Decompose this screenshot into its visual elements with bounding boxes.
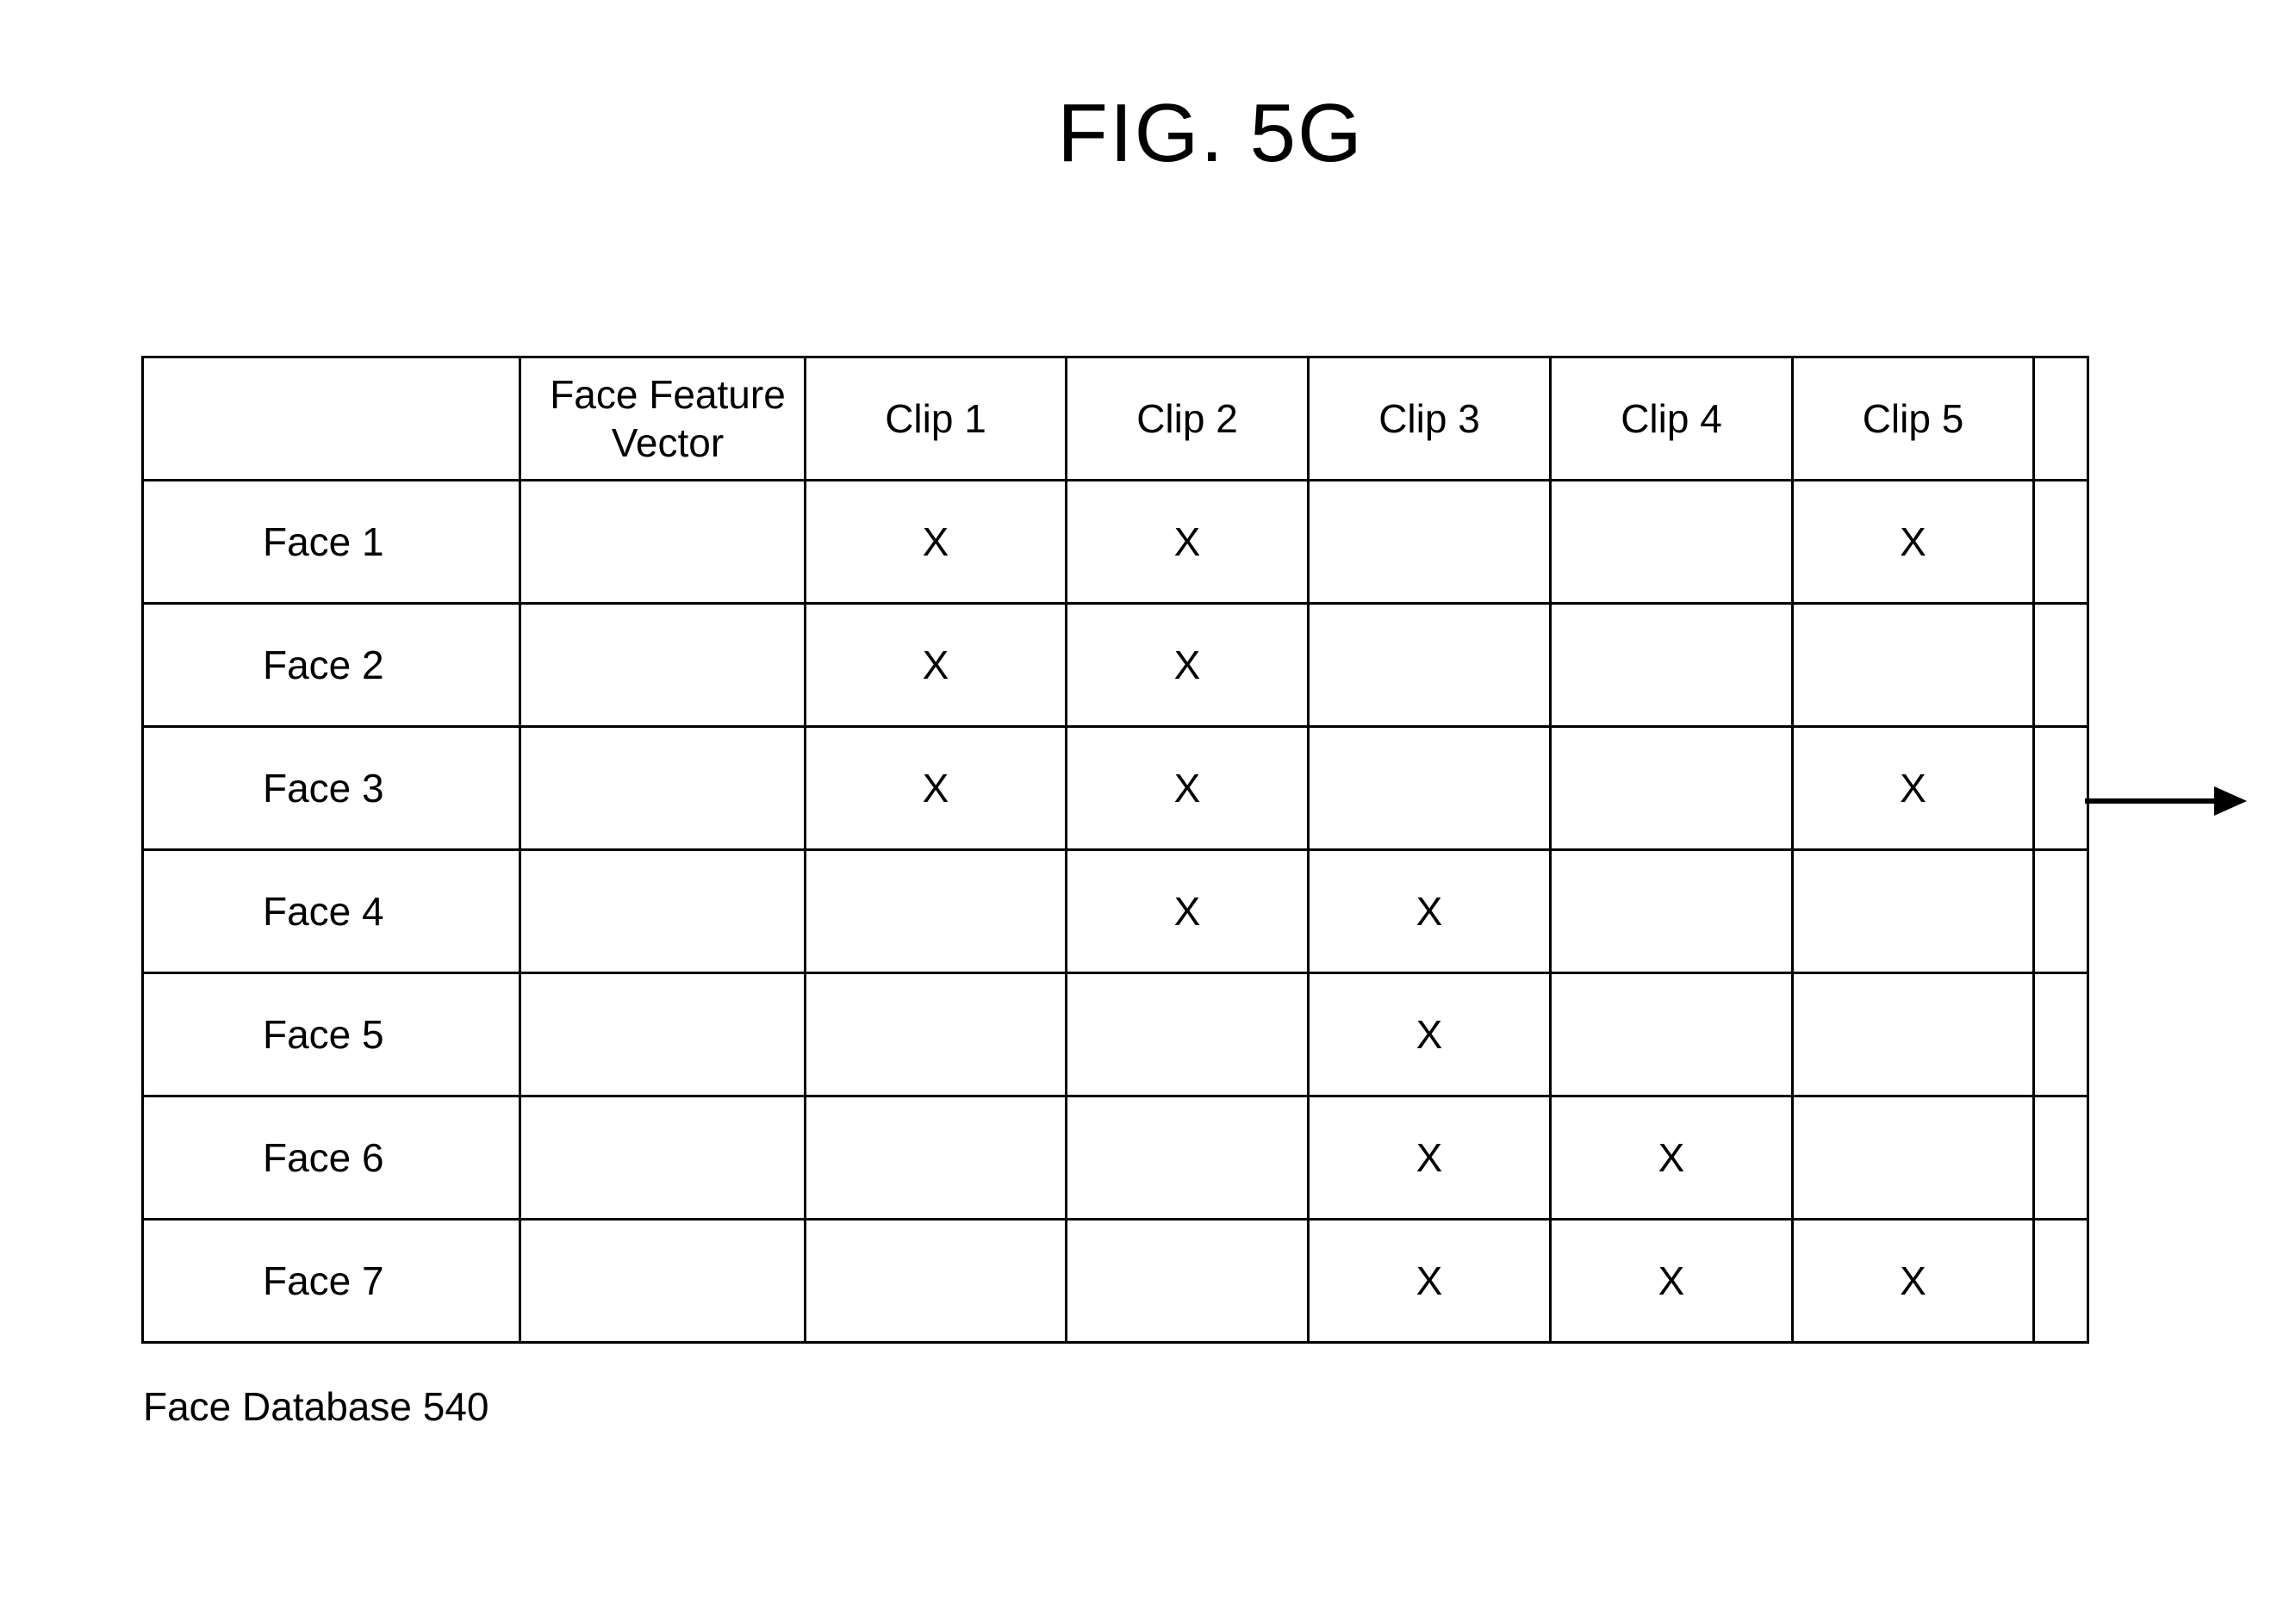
table-cell (1067, 1220, 1309, 1343)
presence-mark-cell: X (1067, 850, 1309, 973)
presence-mark-cell: X (806, 481, 1067, 604)
table-row: Face 2 XX (143, 604, 2088, 727)
table-cell (806, 850, 1067, 973)
table-cell (1067, 973, 1309, 1096)
figure-title: FIG. 5G (0, 86, 2296, 181)
table-cell (2034, 850, 2088, 973)
table-cell (1793, 850, 2034, 973)
column-header: Clip 3 (1309, 357, 1551, 481)
table-cell (1551, 850, 1793, 973)
presence-mark-cell: X (1309, 1096, 1551, 1220)
table-row: Face 1XXX (143, 481, 2088, 604)
table-cell (1551, 727, 1793, 850)
presence-mark-cell: X (1793, 1220, 2034, 1343)
figure-caption: Face Database 540 (143, 1382, 489, 1431)
table-row: Face 5 X (143, 973, 2088, 1096)
column-header-line: Face Feature (550, 372, 786, 417)
table-row: Face 7XXX (143, 1220, 2088, 1343)
continuation-header-cell (2034, 357, 2088, 481)
row-label: Face 2 (143, 604, 520, 727)
table-cell (1551, 973, 1793, 1096)
presence-mark-cell: X (1551, 1096, 1793, 1220)
table-cell (806, 973, 1067, 1096)
table-cell (1309, 727, 1551, 850)
table-row: Face 4 XX (143, 850, 2088, 973)
table-cell (2034, 973, 2088, 1096)
face-database-table: Face FeatureVectorClip 1Clip 2Clip 3Clip… (141, 356, 2089, 1344)
presence-mark-cell: X (1551, 1220, 1793, 1343)
table-cell (2034, 481, 2088, 604)
presence-mark-cell: X (1067, 727, 1309, 850)
table-cell (520, 604, 806, 727)
table-cell (520, 850, 806, 973)
row-label: Face 1 (143, 481, 520, 604)
column-header: Clip 2 (1067, 357, 1309, 481)
arrow-right-icon (2085, 780, 2249, 823)
table-cell (520, 1096, 806, 1220)
table-cell (1551, 604, 1793, 727)
row-label: Face 3 (143, 727, 520, 850)
presence-mark-cell: X (1067, 604, 1309, 727)
table-cell (2034, 727, 2088, 850)
presence-mark-cell: X (1309, 973, 1551, 1096)
table-cell (1309, 604, 1551, 727)
row-label: Face 6 (143, 1096, 520, 1220)
corner-header-cell (143, 357, 520, 481)
column-header: Clip 5 (1793, 357, 2034, 481)
table-cell (2034, 1096, 2088, 1220)
table-row: Face 3XXX (143, 727, 2088, 850)
column-header-line: Vector (612, 420, 724, 465)
table-cell (806, 1096, 1067, 1220)
table-cell (806, 1220, 1067, 1343)
table-cell (1067, 1096, 1309, 1220)
presence-mark-cell: X (806, 727, 1067, 850)
presence-mark-cell: X (806, 604, 1067, 727)
row-label: Face 7 (143, 1220, 520, 1343)
column-header: Face FeatureVector (520, 357, 806, 481)
table-cell (1793, 973, 2034, 1096)
table-cell (2034, 604, 2088, 727)
table-cell (520, 481, 806, 604)
table-cell (1309, 481, 1551, 604)
table-cell (1551, 481, 1793, 604)
table-cell (1793, 1096, 2034, 1220)
column-header: Clip 4 (1551, 357, 1793, 481)
row-label: Face 5 (143, 973, 520, 1096)
presence-mark-cell: X (1793, 727, 2034, 850)
table-cell (1793, 604, 2034, 727)
presence-mark-cell: X (1793, 481, 2034, 604)
table-row: Face 6 XX (143, 1096, 2088, 1220)
table-cell (520, 727, 806, 850)
table-cell (520, 1220, 806, 1343)
row-label: Face 4 (143, 850, 520, 973)
column-header: Clip 1 (806, 357, 1067, 481)
presence-mark-cell: X (1067, 481, 1309, 604)
table-header-row: Face FeatureVectorClip 1Clip 2Clip 3Clip… (143, 357, 2088, 481)
table-cell (2034, 1220, 2088, 1343)
presence-mark-cell: X (1309, 850, 1551, 973)
presence-mark-cell: X (1309, 1220, 1551, 1343)
table-cell (520, 973, 806, 1096)
